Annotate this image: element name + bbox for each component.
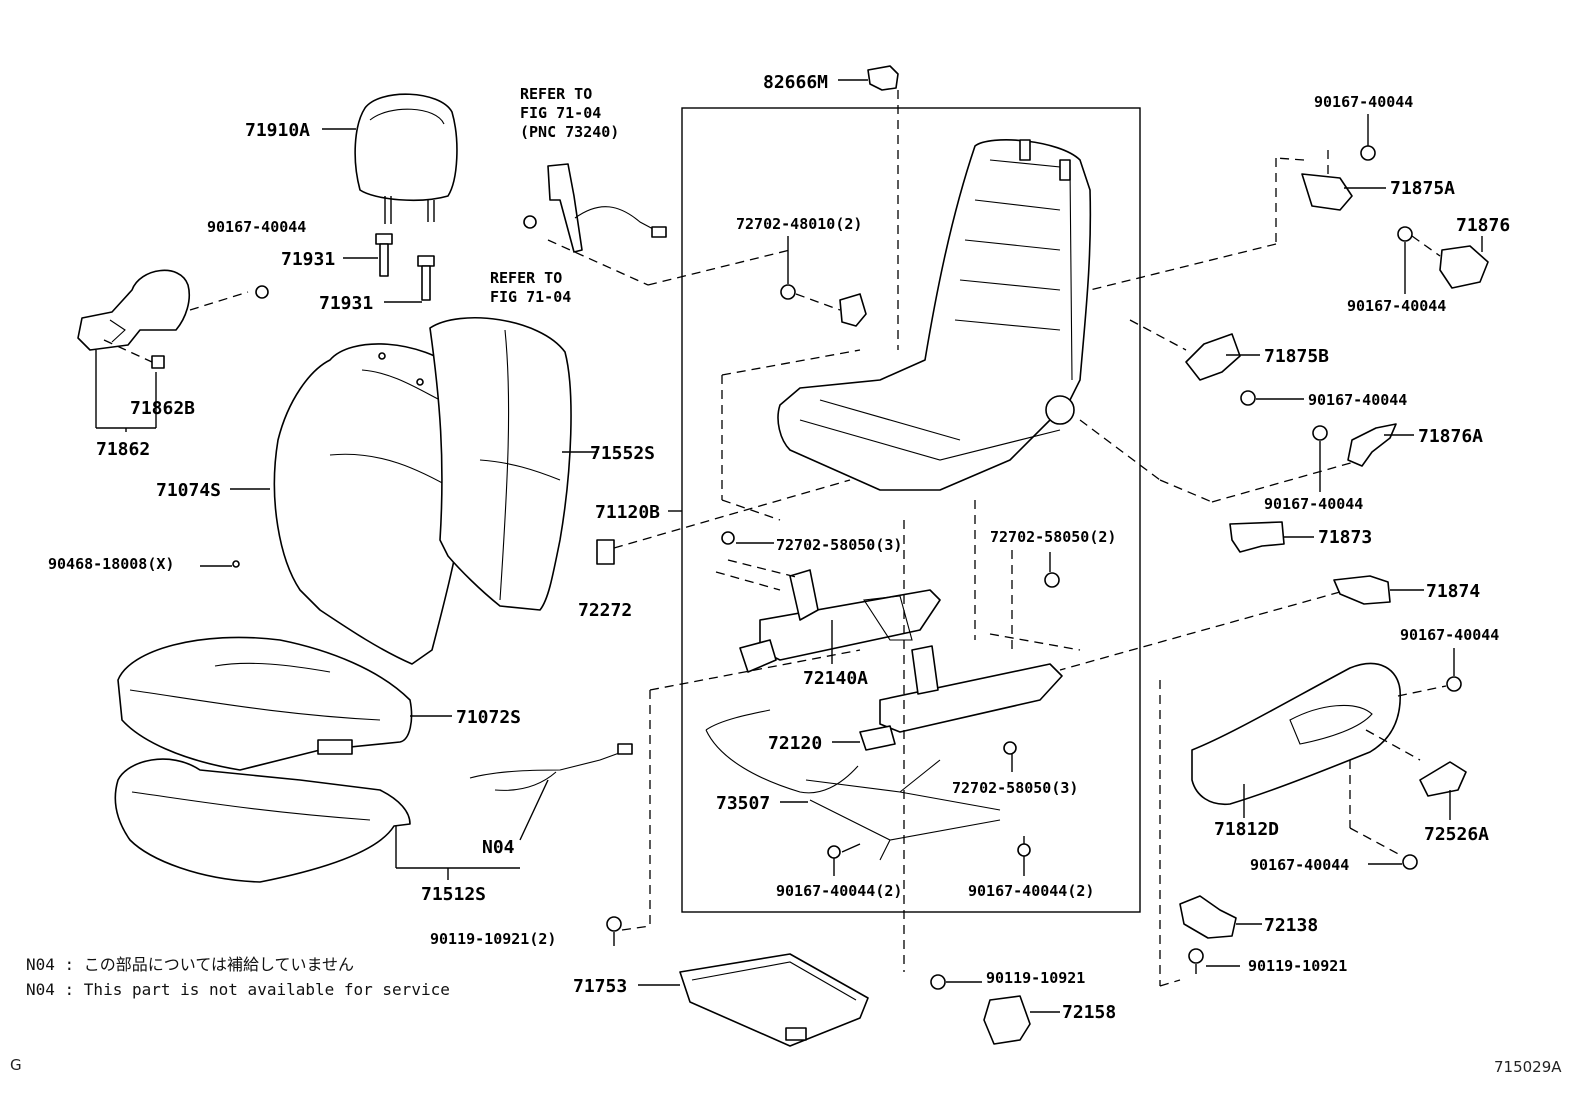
label-71873: 71873: [1318, 527, 1372, 548]
bracket-icon: [1347, 423, 1397, 467]
screw-icon: [1240, 390, 1256, 406]
refer-note-line1: REFER TO: [520, 85, 592, 103]
screw-icon: [1446, 676, 1462, 692]
note-line-japanese: N04 : この部品については補給していません: [26, 955, 354, 974]
screw-icon: [1402, 854, 1418, 870]
release-wire-illustration: [705, 709, 859, 794]
label-71552S: 71552S: [590, 443, 655, 464]
screw-icon: [780, 284, 796, 300]
frame-assembly-box: [681, 107, 1141, 913]
seat-frame-illustration: [777, 139, 1092, 491]
label-72138: 72138: [1264, 915, 1318, 936]
label-71862: 71862: [96, 439, 150, 460]
refer-note-line3: (PNC 73240): [520, 123, 619, 141]
label-71074S: 71074S: [156, 480, 221, 501]
wire-harness-illustration: [469, 743, 633, 791]
headrest-guide-illustration: [375, 233, 435, 301]
label-71910A: 71910A: [245, 120, 310, 141]
label-90119-10921-center: 90119-10921: [986, 969, 1085, 987]
label-72702-58050-3-a: 72702-58050(3): [776, 536, 902, 554]
side-shield-illustration: [1191, 662, 1401, 805]
label-90167-40044-r3: 90167-40044: [1308, 391, 1407, 409]
label-71512S: 71512S: [421, 884, 486, 905]
refer-note2-line2: FIG 71-04: [490, 288, 571, 306]
hog-ring-icon: [232, 560, 240, 568]
clip-icon: [596, 539, 615, 565]
cover-icon: [1439, 245, 1489, 289]
label-71120B: 71120B: [595, 502, 660, 523]
label-72702-58050-2: 72702-58050(2): [990, 528, 1116, 546]
label-90167-40044-r4: 90167-40044: [1264, 495, 1363, 513]
seat-wire-illustration: [805, 759, 1001, 861]
clip-icon: [1229, 521, 1285, 553]
clip-icon: [1333, 575, 1391, 605]
figure-number: 715029A: [1494, 1058, 1562, 1076]
label-71862B: 71862B: [130, 398, 195, 419]
label-90167-40044-r6: 90167-40044: [1250, 856, 1349, 874]
label-71875B: 71875B: [1264, 346, 1329, 367]
label-90119-10921-2: 90119-10921(2): [430, 930, 556, 948]
clip-icon: [1179, 895, 1237, 939]
screw-icon: [1312, 425, 1328, 441]
label-72702-58050-3-b: 72702-58050(3): [952, 779, 1078, 797]
screw-icon: [606, 916, 622, 932]
screw-icon: [1003, 741, 1017, 755]
side-cover-illustration: [77, 269, 269, 369]
label-82666M: 82666M: [763, 72, 828, 93]
label-71876: 71876: [1456, 215, 1510, 236]
screw-icon: [721, 531, 735, 545]
label-71931-a: 71931: [281, 249, 335, 270]
bracket-icon: [1185, 333, 1241, 381]
label-72120: 72120: [768, 733, 822, 754]
bracket-icon: [1301, 173, 1353, 211]
label-90167-40044-top-right: 90167-40044: [1314, 93, 1413, 111]
seatback-pad-illustration: [429, 317, 572, 611]
label-72140A: 72140A: [803, 668, 868, 689]
label-90167-40044-2-a: 90167-40044(2): [776, 882, 902, 900]
label-73507: 73507: [716, 793, 770, 814]
label-72702-48010: 72702-48010(2): [736, 215, 862, 233]
refer-note2-line1: REFER TO: [490, 269, 562, 287]
label-71931-b: 71931: [319, 293, 373, 314]
screw-icon: [1397, 226, 1413, 242]
label-72526A: 72526A: [1424, 824, 1489, 845]
seatbelt-buckle-illustration: [523, 163, 667, 253]
label-N04: N04: [482, 837, 515, 858]
label-72272: 72272: [578, 600, 632, 621]
corner-code-left: G: [10, 1056, 22, 1074]
seat-rail-illustration: [739, 569, 1063, 751]
screw-icon: [930, 974, 946, 990]
label-90468-18008: 90468-18008(X): [48, 555, 174, 573]
cover-clip-icon: [983, 995, 1031, 1045]
label-71753: 71753: [573, 976, 627, 997]
seat-cushion-pad-illustration: [114, 758, 411, 883]
screw-icon: [827, 845, 841, 859]
headrest-illustration: [354, 93, 458, 224]
label-90167-40044-r5: 90167-40044: [1400, 626, 1499, 644]
screw-icon: [1044, 572, 1060, 588]
label-90167-40044-top-left: 90167-40044: [207, 218, 306, 236]
label-72158: 72158: [1062, 1002, 1116, 1023]
label-90119-10921-right: 90119-10921: [1248, 957, 1347, 975]
screw-icon: [1360, 145, 1376, 161]
label-71875A: 71875A: [1390, 178, 1455, 199]
screw-icon: [1188, 948, 1204, 964]
label-71876A: 71876A: [1418, 426, 1483, 447]
top-clip-icon: [867, 65, 899, 91]
label-90167-40044-2-b: 90167-40044(2): [968, 882, 1094, 900]
label-71072S: 71072S: [456, 707, 521, 728]
label-90167-40044-r2: 90167-40044: [1347, 297, 1446, 315]
refer-note-line2: FIG 71-04: [520, 104, 601, 122]
bracket-icon: [839, 293, 867, 327]
screw-icon: [1017, 843, 1031, 857]
adjuster-knob-icon: [1419, 761, 1467, 797]
seat-cushion-cover-illustration: [117, 636, 413, 771]
under-tray-illustration: [679, 953, 869, 1047]
label-71874: 71874: [1426, 581, 1480, 602]
note-line-english: N04 : This part is not available for ser…: [26, 980, 450, 999]
label-71812D: 71812D: [1214, 819, 1279, 840]
